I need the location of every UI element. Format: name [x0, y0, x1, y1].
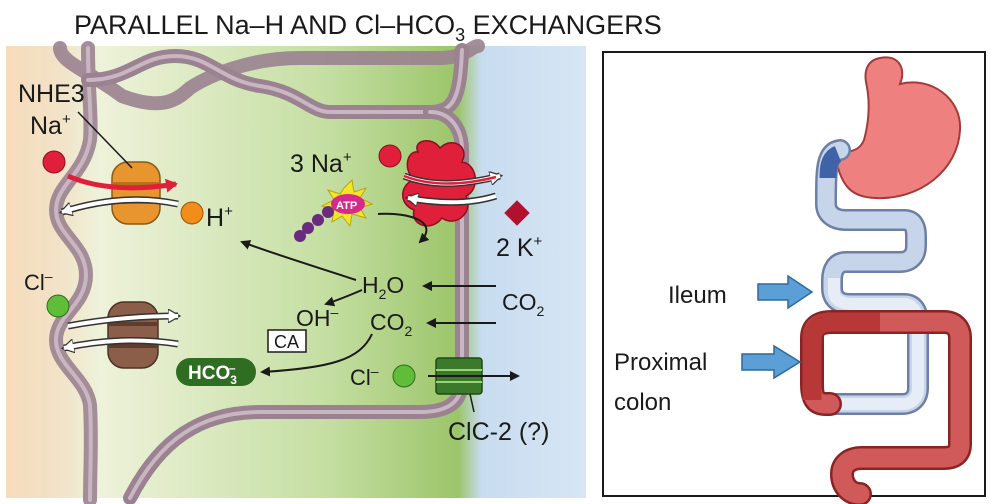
cl-hco3-exchanger: [107, 301, 159, 369]
ca-label: CA: [274, 332, 299, 352]
hco3-formation-arrow: [260, 333, 373, 377]
cell-background: [6, 46, 586, 498]
basolateral-membrane-inner: [128, 110, 464, 500]
proximal-colon-segment: [802, 312, 880, 400]
duodenum-segment: [819, 146, 843, 179]
cell-panel: NHE3 Na+ H+ Cl– HCO3– 3 Na+ 2 K+: [6, 39, 586, 504]
three-na-label: 3 Na+: [290, 149, 352, 178]
na-ion-right: [378, 144, 402, 168]
atp-molecule: ATP: [294, 178, 374, 242]
nhe3-exchanger: [111, 161, 161, 225]
clc2-label: ClC-2 (?): [448, 418, 549, 446]
co2-right-label: CO2: [502, 289, 545, 319]
hco3-label: HCO3–: [188, 361, 237, 387]
ileum-label: Ileum: [668, 282, 727, 309]
diagram-title: PARALLEL Na–H AND Cl–HCO3 EXCHANGERS: [74, 10, 662, 45]
cl-ion-left: [46, 294, 70, 318]
svg-text:ATP: ATP: [336, 200, 357, 212]
co2-label: CO2: [370, 309, 413, 339]
nhe3-label: NHE3: [18, 80, 85, 108]
stomach: [832, 56, 962, 200]
na-label: Na+: [30, 111, 71, 140]
cl-label-left: Cl–: [24, 268, 53, 295]
oh-formation-arrow: [324, 289, 363, 307]
hco3-pill: [176, 358, 256, 386]
h-label: H+: [206, 203, 233, 232]
oh-label: OH–: [296, 304, 339, 331]
h-release-arrow: [240, 240, 357, 281]
colon-pointer-arrow: [741, 344, 802, 380]
k-ion: [504, 200, 530, 226]
na-ion: [42, 150, 66, 174]
anatomy-panel: Ileum Proximal colon: [602, 51, 986, 504]
na-influx-arrow: [66, 173, 178, 193]
h-ion: [180, 201, 204, 225]
proximal-label: Proximal: [614, 349, 707, 376]
atp-energy-arrow: [377, 212, 430, 244]
ileum-segment: [828, 278, 924, 410]
ca-box: [267, 329, 307, 353]
two-k-label: 2 K+: [496, 233, 543, 262]
apical-membrane-inner: [53, 46, 93, 502]
cl-ion-channel: [392, 364, 416, 388]
colon-label: colon: [614, 389, 671, 416]
cl-lumen-label: Cl–: [350, 363, 379, 390]
ileum-pointer-arrow: [757, 274, 814, 310]
h2o-label: H2O: [362, 272, 404, 302]
